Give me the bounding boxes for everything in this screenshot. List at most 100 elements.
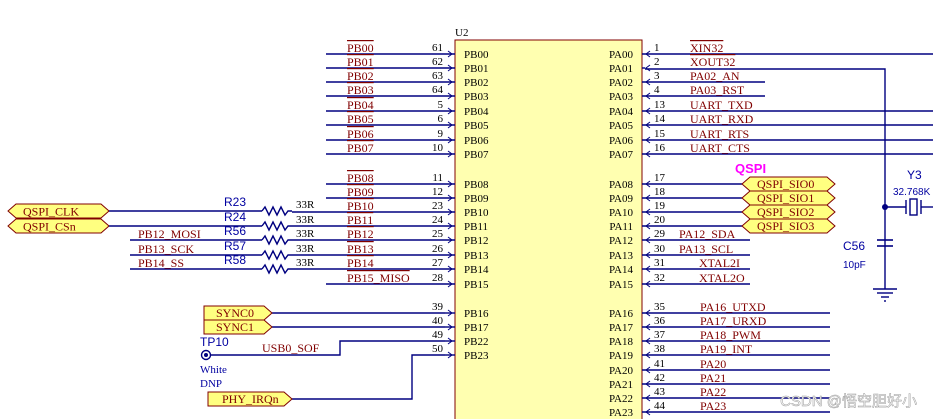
pin-number: 27	[432, 257, 444, 269]
pin-number: 28	[432, 272, 444, 284]
pin-number: 40	[432, 315, 444, 327]
pin-name: PA14	[609, 264, 634, 276]
pin-number: 63	[432, 70, 444, 82]
pin-number: 24	[432, 214, 444, 226]
crystal-element	[909, 198, 918, 216]
pin-name: PA20	[609, 365, 634, 377]
resistor-net-label: PB13_SCK	[138, 242, 194, 256]
pin-number: 4	[654, 84, 660, 96]
resistor-ref: R58	[224, 253, 246, 267]
pin-number: 19	[654, 200, 666, 212]
pin-name: PA00	[609, 49, 634, 61]
pin-number: 6	[438, 113, 444, 125]
pin-number: 44	[654, 400, 666, 412]
pin-number: 29	[654, 228, 666, 240]
port-phy-irq-label: PHY_IRQn	[222, 392, 279, 406]
pin-number: 15	[654, 128, 666, 140]
pin-name: PB04	[464, 106, 489, 118]
pin-name: PB05	[464, 120, 489, 132]
pin-number: 13	[654, 99, 666, 111]
right-net-label: PA19_INT	[700, 342, 753, 356]
qspi-port[interactable]: QSPI_SIO0	[741, 176, 836, 192]
right-net-label: UART_RTS	[690, 127, 749, 141]
resistor: R57 33R PB13_SCK	[130, 239, 315, 261]
right-net-label: PA21	[700, 371, 726, 385]
pin-name: PA13	[609, 250, 634, 262]
pin-number: 36	[654, 315, 666, 327]
pin-name: PB10	[464, 207, 489, 219]
junction-dot	[882, 204, 888, 210]
pin-name: PB01	[464, 63, 488, 75]
pin-name: PB06	[464, 135, 489, 147]
pin-number: 39	[432, 301, 444, 313]
crystal-value: 32.768K	[893, 187, 931, 198]
port-sync1[interactable]	[203, 319, 273, 335]
crystal-ref: Y3	[907, 168, 922, 182]
right-net-label: PA03_RST	[690, 83, 745, 97]
resistor-value: 33R	[296, 257, 315, 269]
testpoint-note-1: White	[200, 364, 227, 376]
pin-number: 1	[654, 42, 660, 54]
left-net-label: PB01	[347, 55, 374, 69]
qspi-port[interactable]: QSPI_SIO2	[741, 204, 836, 220]
ground-symbol	[873, 260, 897, 302]
left-net-label: PB04	[347, 98, 374, 112]
pin-number: 31	[654, 257, 665, 269]
pin-number: 30	[654, 243, 666, 255]
pin-number: 64	[432, 84, 444, 96]
qspi-port[interactable]: QSPI_SIO1	[741, 190, 836, 206]
qspi-title: QSPI	[735, 161, 766, 176]
pin-name: PB08	[464, 179, 489, 191]
left-net-label: PB14	[347, 256, 374, 270]
qspi-port[interactable]: QSPI_SIO3	[741, 218, 836, 234]
left-net-label: PB00	[347, 41, 374, 55]
pin-number: 62	[432, 56, 443, 68]
right-net-label: PA18_PWM	[700, 328, 761, 342]
right-net-label: PA20	[700, 357, 726, 371]
ic-ref: U2	[455, 27, 468, 39]
pin-name: PB23	[464, 350, 489, 362]
resistor-value: 33R	[296, 228, 315, 240]
pin-name: PA02	[609, 77, 633, 89]
pin-name: PA18	[609, 336, 634, 348]
port-phy-irq[interactable]	[207, 391, 293, 407]
pin-name: PA23	[609, 407, 634, 419]
pin-number: 26	[432, 243, 444, 255]
pin-number: 12	[432, 186, 443, 198]
pin-name: PA16	[609, 308, 634, 320]
resistor-value: 33R	[296, 243, 315, 255]
pin-name: PB03	[464, 91, 489, 103]
port-sync0[interactable]	[203, 305, 273, 321]
resistor-ref: R57	[224, 239, 246, 253]
left-net-label: PB03	[347, 83, 374, 97]
resistor-ref: R24	[224, 210, 246, 224]
right-net-label: PA17_URXD	[700, 314, 767, 328]
pin-number: 17	[654, 172, 666, 184]
left-net-label: PB08	[347, 171, 374, 185]
left-net-label: PB13	[347, 242, 374, 256]
pin-name: PB22	[464, 336, 488, 348]
right-net-label: UART_TXD	[690, 98, 753, 112]
right-net-label: PA13_SCL	[679, 242, 733, 256]
